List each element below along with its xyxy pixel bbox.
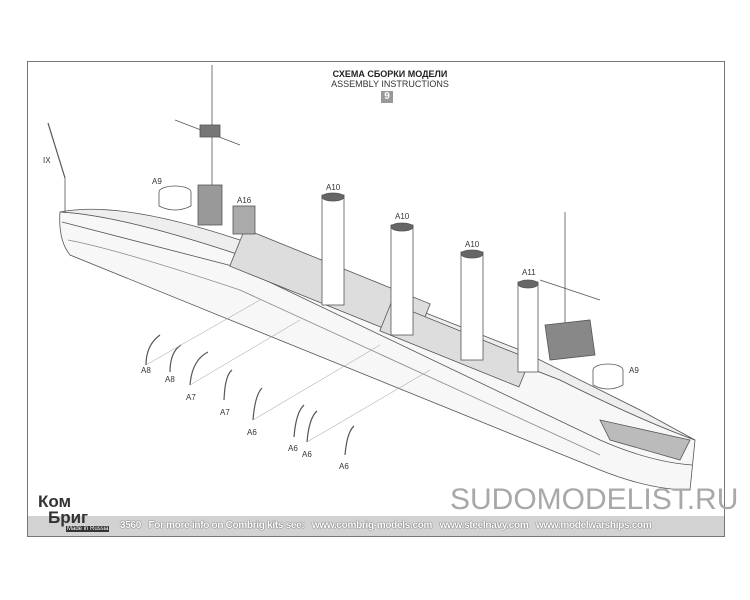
funnel-cap [321, 192, 345, 202]
part-label: A10 [326, 183, 341, 192]
logo-line-2: Бриг [48, 508, 89, 527]
footer-band [28, 516, 724, 536]
link-steelnavy[interactable]: www.steelnavy.com [439, 520, 529, 531]
part-label: A9 [152, 177, 162, 186]
footer-text: 3560 For more info on Combrig kits see: … [120, 520, 652, 531]
leader-line [252, 344, 381, 421]
funnel [390, 224, 414, 336]
funnel [321, 194, 345, 306]
funnel-cap [517, 279, 539, 289]
part-label: A6 [339, 462, 349, 471]
part-label: A7 [186, 393, 196, 402]
a16-part [232, 205, 256, 235]
funnels [321, 192, 539, 373]
link-modelwarships[interactable]: www.modelwarships.com [535, 520, 652, 531]
funnel-cap [460, 249, 484, 259]
title-ru: СХЕМА СБОРКИ МОДЕЛИ [332, 69, 448, 79]
davit [223, 369, 233, 401]
part-label: IX [43, 156, 51, 165]
aft-mast-top [199, 124, 221, 138]
part-label: A10 [465, 240, 480, 249]
part-label: A8 [141, 366, 151, 375]
leader-line [145, 299, 261, 366]
davit [169, 344, 182, 373]
part-label: A6 [247, 428, 257, 437]
fore-turret [592, 363, 624, 390]
fore-mast-yard [539, 279, 601, 301]
part-label: A8 [165, 375, 175, 384]
leader-line [189, 319, 301, 386]
davit [344, 425, 355, 456]
leader-lines [145, 299, 431, 443]
page-frame [27, 61, 725, 537]
leader-line [306, 369, 431, 443]
part-label: A7 [220, 408, 230, 417]
part-label: A16 [237, 196, 252, 205]
hull-line [67, 239, 601, 456]
aft-bridge [197, 184, 223, 226]
funnel [517, 281, 539, 373]
title-en: ASSEMBLY INSTRUCTIONS [331, 79, 449, 89]
davit [293, 404, 305, 438]
watermark: SUDOMODELIST.RU [450, 483, 739, 516]
page-number: 9 [381, 91, 393, 103]
part-label: A9 [629, 366, 639, 375]
davit [189, 351, 209, 386]
davit [306, 410, 318, 443]
part-label: A11 [522, 268, 536, 277]
hull [59, 211, 696, 491]
deck [59, 208, 696, 441]
forecastle [599, 419, 691, 461]
davit [145, 334, 161, 366]
link-combrig[interactable]: www.combrig-models.com [311, 520, 433, 531]
funnel [460, 251, 484, 361]
part-label: A10 [395, 212, 410, 221]
part-label: A6 [302, 450, 312, 459]
part-label: A6 [288, 444, 298, 453]
logo-tagline: Made in Russia [66, 526, 110, 532]
davits [145, 334, 355, 456]
davit [252, 387, 263, 421]
fore-bridge [544, 319, 596, 361]
flagstaff [47, 122, 66, 179]
funnel-cap [390, 222, 414, 232]
aft-turret [158, 185, 192, 211]
combrig-logo: Ком Бриг Made in Russia [36, 492, 116, 536]
footer-info: For more info on Combrig kits see: [148, 520, 305, 531]
kit-number: 3560 [120, 520, 142, 531]
logo-line-1: Ком [38, 492, 72, 511]
